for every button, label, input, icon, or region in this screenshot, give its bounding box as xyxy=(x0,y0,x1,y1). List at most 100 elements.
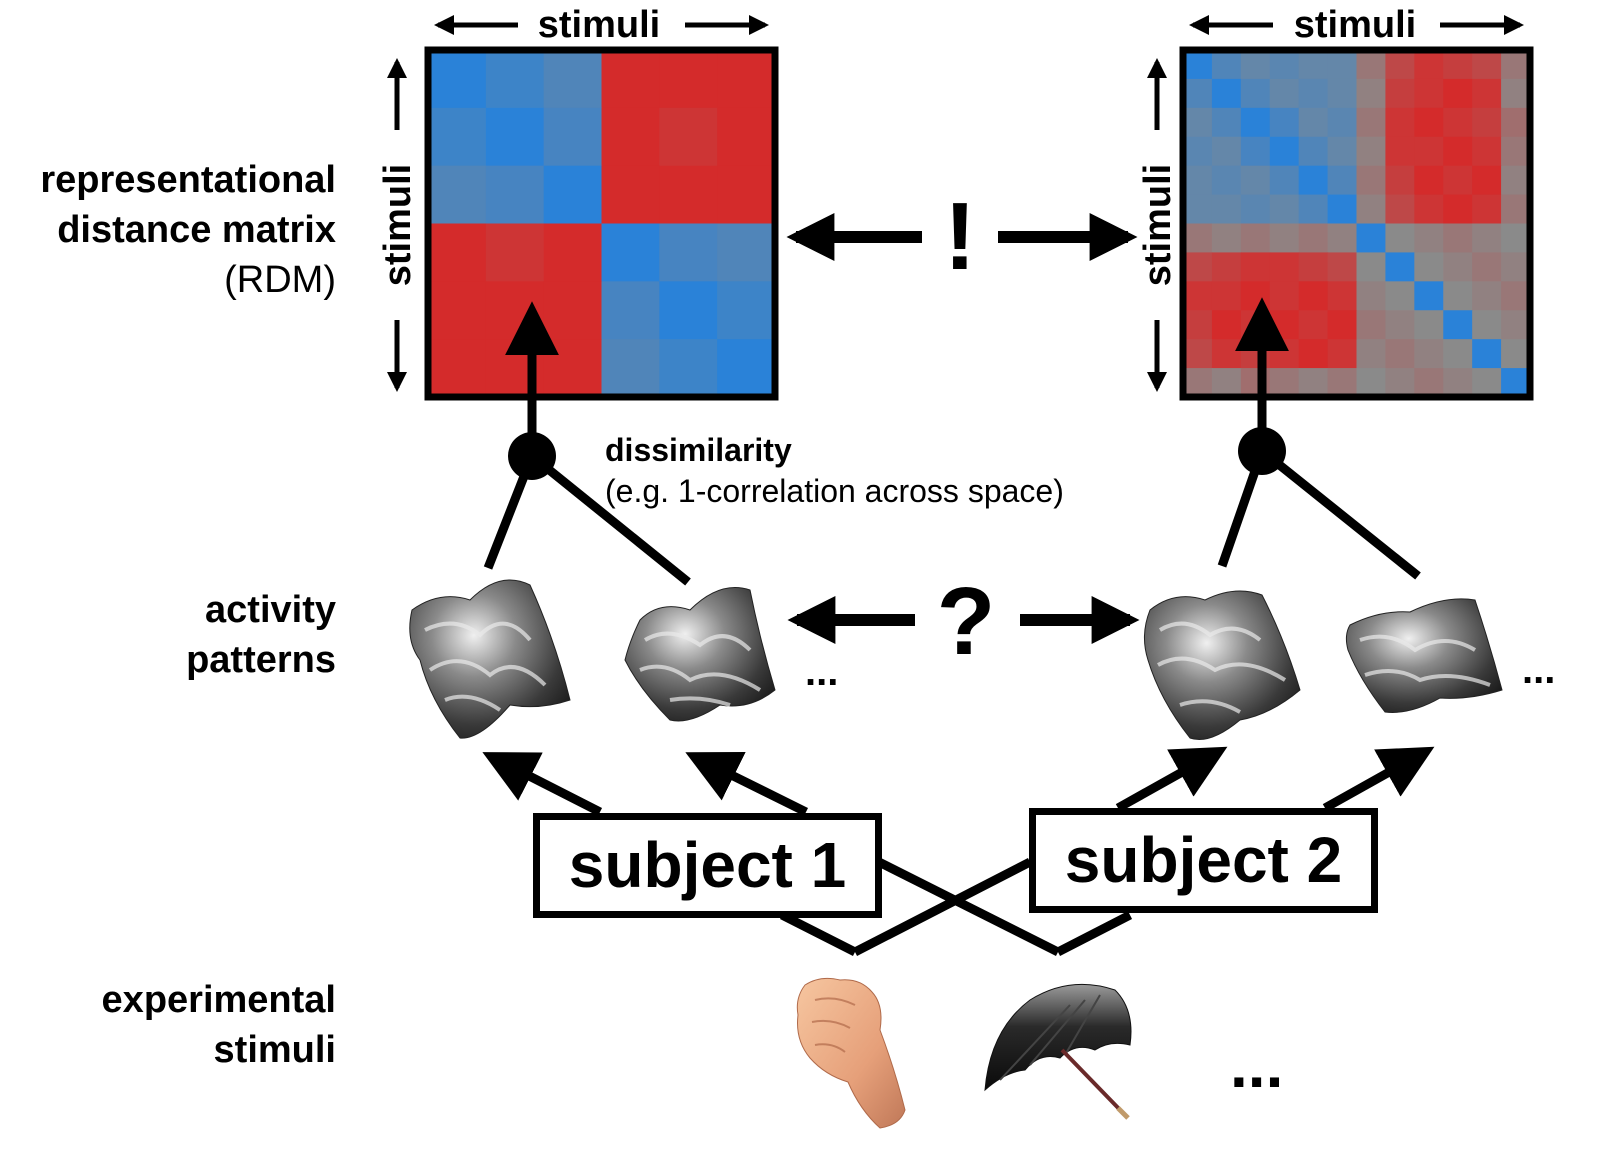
rdm-2-cell xyxy=(1501,50,1531,80)
rdm-1-cell xyxy=(601,281,660,340)
activity-row-label-line-1: activity xyxy=(205,589,336,631)
rdm-2-cell xyxy=(1298,50,1329,80)
rdm-2-cell xyxy=(1240,78,1271,109)
stimulus-umbrella-to-subject-2-line xyxy=(1055,910,1133,957)
rdm-row-label-line-3: (RDM) xyxy=(224,259,336,301)
rdm-2-cell xyxy=(1414,252,1444,282)
rdm-1-cell xyxy=(543,281,603,340)
rdm-2-cell xyxy=(1443,368,1473,398)
rdm-2-cell xyxy=(1414,223,1444,254)
stimuli-row-label-line-2: stimuli xyxy=(213,1029,336,1071)
rdm-1-cell xyxy=(428,165,487,225)
rdm-2-cell xyxy=(1356,252,1387,282)
rdm-2-cell xyxy=(1385,78,1415,109)
rdm-2-top-axis-label: stimuli xyxy=(1293,4,1417,46)
subject-1-label: subject 1 xyxy=(568,829,847,901)
rdm-2-cell xyxy=(1472,223,1502,254)
rdm-2-cell xyxy=(1501,107,1531,138)
rdm-2-cell xyxy=(1211,107,1242,138)
rdm-2-cell xyxy=(1240,194,1271,225)
rdm-1-cell xyxy=(601,223,660,282)
rdm-2-cell xyxy=(1269,78,1300,109)
stimulus-hand-to-subject-2-line xyxy=(852,857,1033,957)
rdm-2-cell xyxy=(1183,310,1213,340)
rdm-2-cell xyxy=(1356,78,1387,109)
rdm-2-cell xyxy=(1327,50,1358,80)
rdm-2-cell xyxy=(1327,136,1358,167)
subject-1-to-pattern-1b-arrow xyxy=(685,751,808,817)
rdm-1-cell xyxy=(659,281,718,340)
rdm-2-cell xyxy=(1298,136,1329,167)
rdm-2-cell xyxy=(1414,136,1444,167)
rdm-2-cell xyxy=(1385,281,1415,311)
rdm-2-cell xyxy=(1385,339,1415,369)
rdm-2-cell xyxy=(1414,339,1444,369)
rdm-2-cell xyxy=(1443,50,1473,80)
rdm-2-cell xyxy=(1472,310,1502,340)
rdm-2-cell xyxy=(1356,281,1387,311)
rdm-1-cell xyxy=(543,339,603,398)
rdm-subject-1 xyxy=(428,50,776,398)
rdm-subject-2 xyxy=(1183,50,1531,398)
rdm-1-cell xyxy=(543,50,603,109)
rdm-1-cell xyxy=(485,165,545,225)
rdm-2-cell xyxy=(1211,310,1242,340)
rdm-2-cell xyxy=(1183,50,1213,80)
rdm-2-cell xyxy=(1356,310,1387,340)
rdm-2-cell xyxy=(1327,107,1358,138)
dissimilarity-subtitle: (e.g. 1-correlation across space) xyxy=(605,473,1064,509)
stimulus-hand-to-subject-1-line xyxy=(779,910,858,957)
subject-1-patterns-ellipsis: ... xyxy=(805,650,839,694)
rdm-2-cell xyxy=(1472,368,1502,398)
rdm-2-cell xyxy=(1211,223,1242,254)
rdm-2-cell xyxy=(1211,165,1242,196)
rdm-2-cell xyxy=(1269,194,1300,225)
rdm-1-top-axis-label: stimuli xyxy=(537,4,661,46)
rdm-2-side-axis-label: stimuli xyxy=(1137,163,1179,287)
subject-2-to-pattern-2b-arrow xyxy=(1322,746,1435,812)
rdm-2-cell xyxy=(1414,50,1444,80)
rdm-2-cell xyxy=(1183,194,1213,225)
rdm-1-cell xyxy=(717,281,776,340)
rdm-1-cell xyxy=(717,223,776,282)
rdm-2-cell xyxy=(1298,368,1329,398)
rdm-2-cell xyxy=(1501,165,1531,196)
hand-stimulus-image xyxy=(796,977,906,1129)
rdm-2-cell xyxy=(1269,223,1300,254)
rdm-2-cell xyxy=(1269,281,1300,311)
rdm-2-cell xyxy=(1211,368,1242,398)
rdm-2-cell xyxy=(1211,252,1242,282)
activity-pattern-1a xyxy=(409,579,571,739)
rdm-2-cell xyxy=(1472,165,1502,196)
rdm-1-cell xyxy=(601,50,660,109)
rdm-2-cell xyxy=(1501,78,1531,109)
activity-pattern-1b xyxy=(624,587,776,722)
rdm-2-cell xyxy=(1501,281,1531,311)
rdm-2-cell xyxy=(1298,310,1329,340)
activity-pattern-2b xyxy=(1345,598,1503,713)
rdm-2-cell xyxy=(1443,252,1473,282)
pattern-1b-to-junction-line xyxy=(529,452,691,586)
rdm-2-cell xyxy=(1298,78,1329,109)
subject-2-box: subject 2 xyxy=(1029,808,1378,913)
rdm-1-cell xyxy=(485,107,545,167)
rdm-1-cell xyxy=(659,50,718,109)
rdm-1-cell xyxy=(717,50,776,109)
rdm-2-cell xyxy=(1269,165,1300,196)
rdm-1-cell xyxy=(601,339,660,398)
rdm-2-cell xyxy=(1501,194,1531,225)
subject-1-to-pattern-1a-arrow xyxy=(482,752,603,817)
rdm-2-cell xyxy=(1443,339,1473,369)
rdm-2-cell xyxy=(1298,165,1329,196)
rdm-2-cell xyxy=(1443,165,1473,196)
rdm-2-cell xyxy=(1269,339,1300,369)
rdm-2-cell xyxy=(1211,194,1242,225)
rdm-2-cell xyxy=(1183,165,1213,196)
rdm-2-cell xyxy=(1443,107,1473,138)
rdm-subject-2-frame xyxy=(1179,46,1534,401)
rdm-2-cell xyxy=(1414,194,1444,225)
rdm-2-cell xyxy=(1211,50,1242,80)
rdm-2-cell xyxy=(1183,368,1213,398)
rdm-2-cell xyxy=(1501,252,1531,282)
rdm-2-cell xyxy=(1211,136,1242,167)
